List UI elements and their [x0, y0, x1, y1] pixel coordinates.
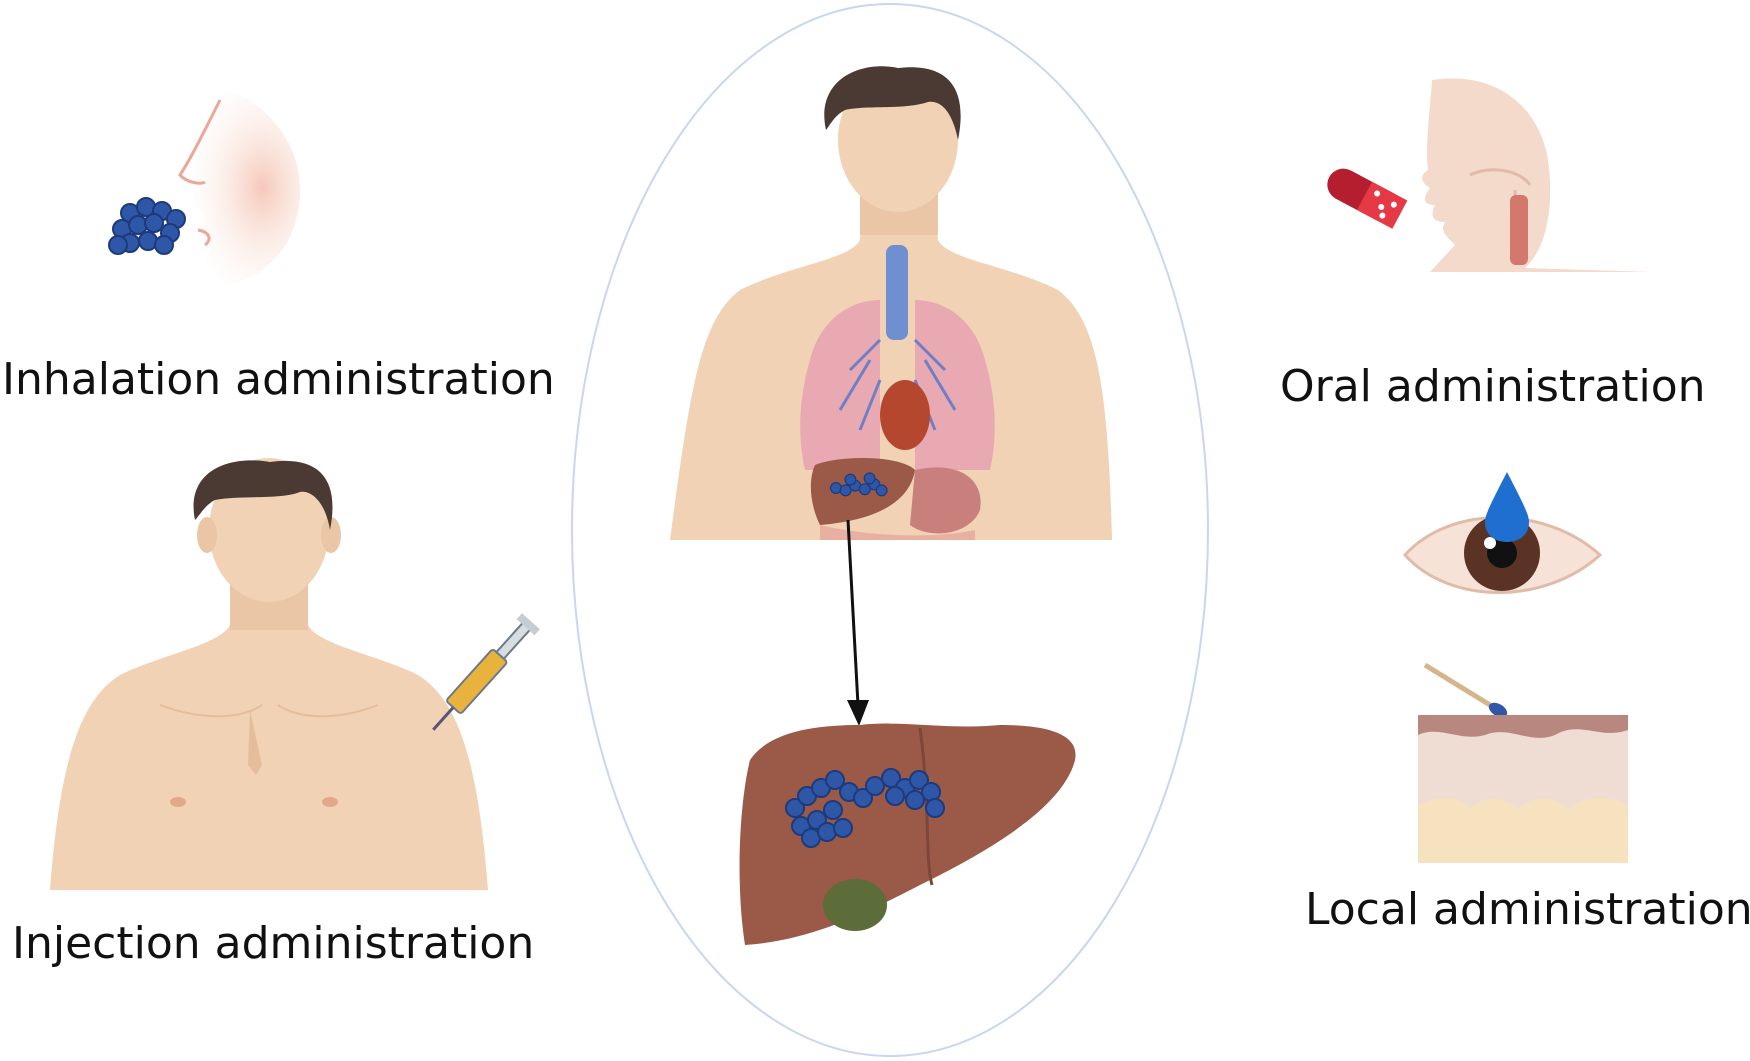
injection-label: Injection administration	[12, 918, 535, 969]
inhalation-label: Inhalation administration	[2, 354, 555, 405]
head-profile-icon	[1422, 78, 1652, 272]
capsule-icon	[1327, 168, 1408, 229]
eyedrop-icon	[1485, 472, 1529, 542]
man-torso-icon	[50, 458, 488, 890]
liver-icon	[739, 723, 1076, 945]
arrow-to-liver	[846, 519, 869, 726]
syringe-icon	[432, 613, 540, 731]
skin-layer-icon	[1418, 715, 1628, 863]
local-label: Local administration	[1305, 884, 1750, 935]
applicator-icon	[1423, 662, 1508, 718]
torso-organs-icon	[670, 66, 1112, 540]
oral-label: Oral administration	[1280, 361, 1706, 412]
nanoparticle-cluster-icon	[108, 197, 186, 255]
nose-profile-icon	[175, 90, 300, 285]
body-ellipse	[571, 3, 1209, 1057]
